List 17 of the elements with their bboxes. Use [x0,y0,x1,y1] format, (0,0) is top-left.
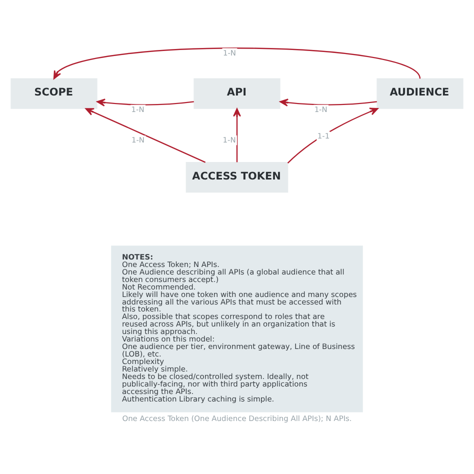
arrow [233,108,241,162]
caption: One Access Token (One Audience Describing All APIs); N APIs. [122,414,352,423]
arrow [287,108,378,164]
node-box: AUDIENCE [376,78,464,109]
arrow [280,98,377,107]
edge-label: 1-N [131,104,144,114]
edge-label: 1-N [222,48,236,58]
node-box: ACCESS TOKEN [186,162,288,193]
arrow [96,98,194,107]
node-box: SCOPE [10,78,98,109]
arrow [85,108,206,163]
node-box: API [194,78,280,109]
edge-label: 1-N [222,136,236,145]
node-box: NOTES: One Access Token; N APIs. One Audience describing all APIs (a global audience that all token consumers accept.) Not Recommended. Likely will have one token with one audience and many scopes addressing all the various APIs that must be accessed with this token. Also, possible that scopes correspond to roles that are reused across APIs, but unlikely in an organization that is using this approach. Variations on this model: One audience per tier, environment gateway, Line of Business (LOB), etc. Complexity Relatively simple. Needs to be closed/controlled system. Ideally, not publically-facing, nor with third party applications accessing the APIs. Authentication Library caching is simple. [111,246,363,412]
edge-label: 1-N [131,136,145,145]
edge-label: 1-1 [317,132,330,141]
edge-label: 1-N [314,104,328,114]
